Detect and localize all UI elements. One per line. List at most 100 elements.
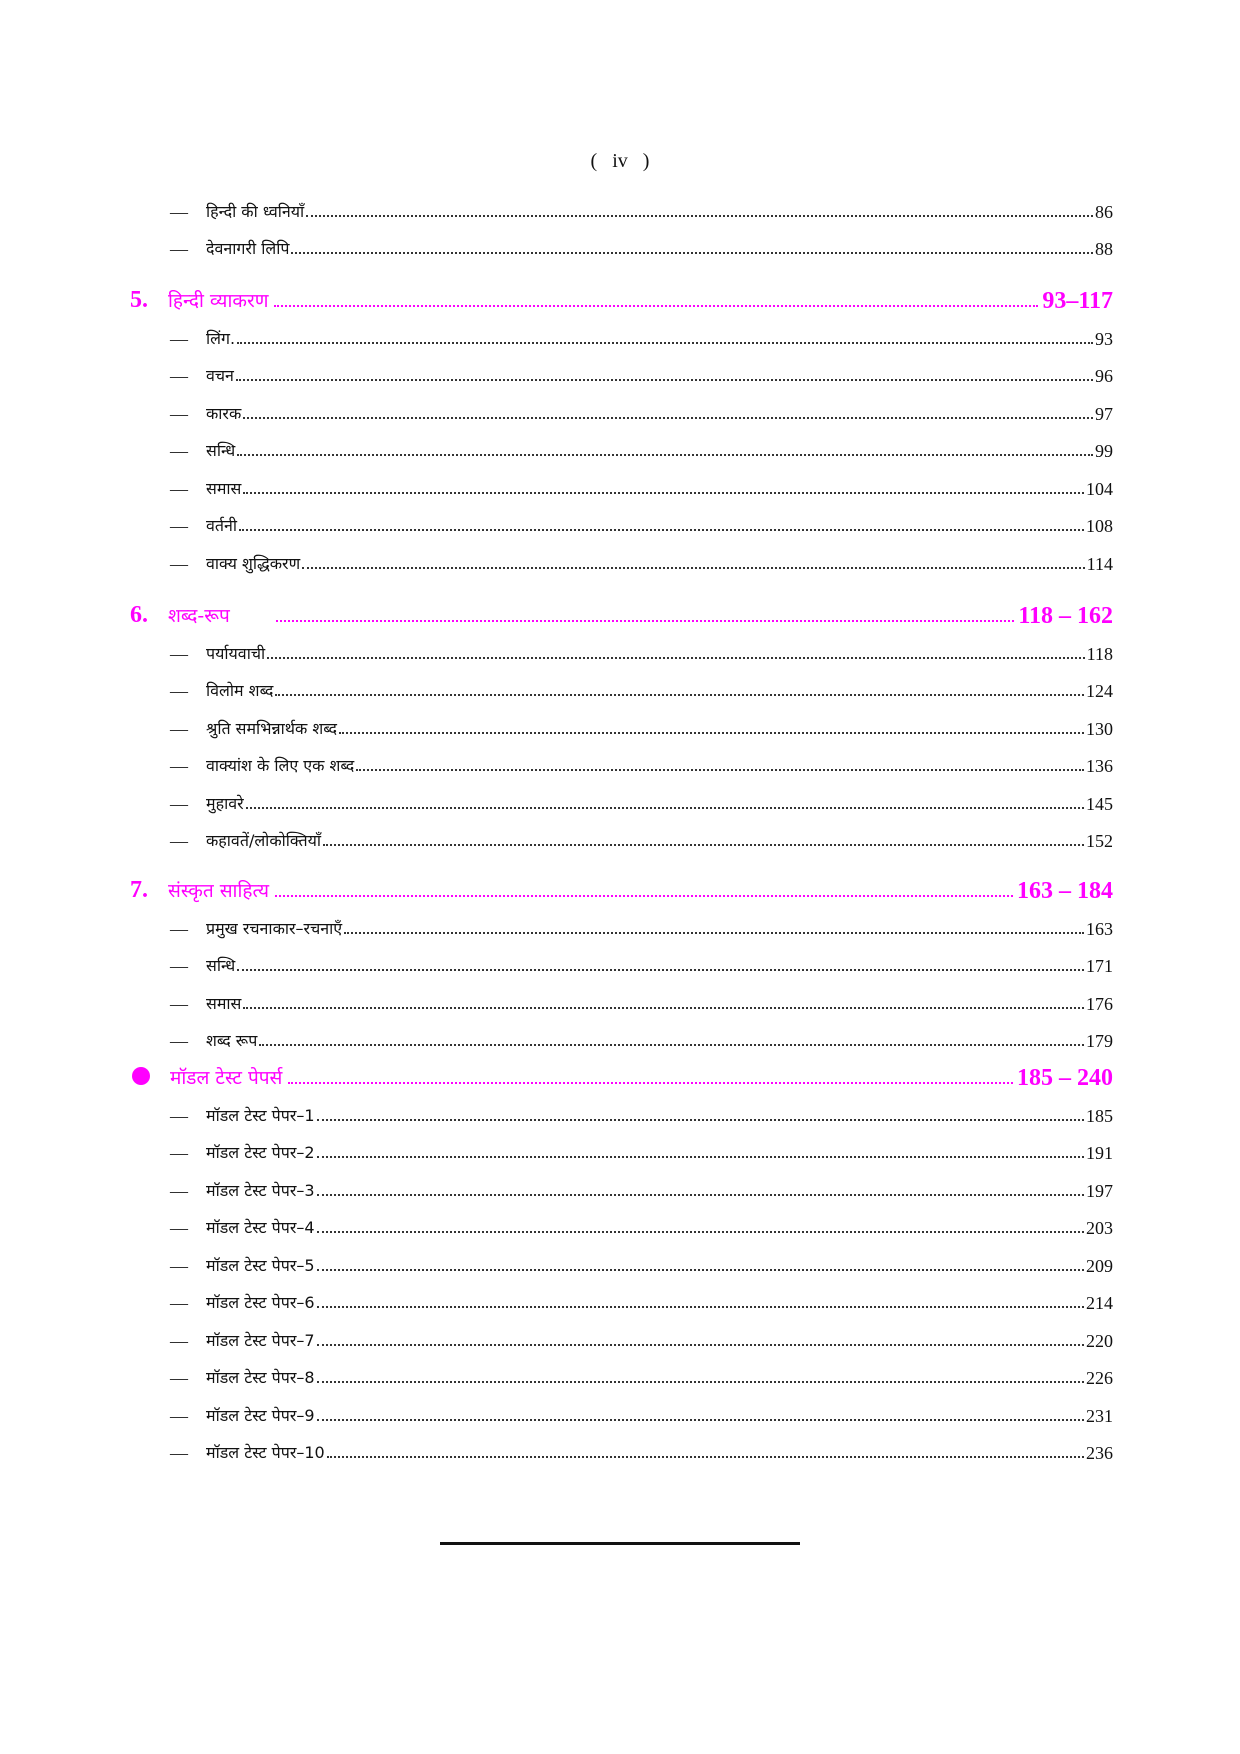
dash-icon: — [170, 681, 188, 701]
toc-entry[interactable]: — देवनागरी लिपि 88 [170, 230, 1113, 260]
entry-page: 226 [1086, 1368, 1113, 1388]
entry-label: मॉडल टेस्ट पेपर–3 [206, 1181, 315, 1200]
dash-icon: — [170, 1031, 188, 1051]
section-number: 7. [130, 877, 148, 903]
toc-entry[interactable]: —कहावतें/लोकोक्तियाँ152 [170, 822, 1113, 852]
entry-page: 145 [1086, 794, 1113, 814]
section-heading-model-papers[interactable]: मॉडल टेस्ट पेपर्स 185 – 240 [130, 1057, 1113, 1091]
toc-entry[interactable]: —हिन्दी की ध्वनियाँ86 [170, 193, 1113, 223]
entry-label: मॉडल टेस्ट पेपर–7 [206, 1331, 315, 1350]
entry-page: 108 [1086, 516, 1113, 536]
dot-leader [316, 1418, 1084, 1421]
section-pages: 163 – 184 [1017, 878, 1113, 904]
entry-page: 203 [1086, 1218, 1113, 1238]
dot-leader [316, 1118, 1084, 1121]
section-title: संस्कृत साहित्य [168, 880, 270, 902]
dash-icon: — [170, 831, 188, 851]
entry-page: 236 [1086, 1443, 1113, 1463]
dash-icon: — [170, 1256, 188, 1276]
dot-leader [326, 1455, 1084, 1458]
entry-label: मॉडल टेस्ट पेपर–10 [206, 1443, 325, 1462]
dash-icon: — [170, 919, 188, 939]
entry-page: 231 [1086, 1406, 1113, 1426]
dot-leader [316, 1343, 1084, 1346]
dot-leader [316, 1155, 1084, 1158]
entry-label: मॉडल टेस्ट पेपर–2 [206, 1143, 315, 1162]
end-divider [440, 1542, 800, 1545]
dot-leader [235, 378, 1093, 381]
dash-icon: — [170, 516, 188, 536]
entry-label: कारक [206, 404, 242, 423]
entry-page: 209 [1086, 1256, 1113, 1276]
dash-icon: — [170, 1443, 188, 1463]
section-heading-7[interactable]: 7. संस्कृत साहित्य 163 – 184 [130, 870, 1113, 904]
toc-entry[interactable]: — मॉडल टेस्ट पेपर–10 236 [170, 1434, 1113, 1464]
entry-page: 171 [1086, 956, 1113, 976]
entry-page: 118 [1086, 644, 1113, 664]
dash-icon: — [170, 1368, 188, 1388]
dot-leader [302, 566, 1085, 569]
entry-label: देवनागरी लिपि [206, 239, 290, 258]
entry-page: 88 [1095, 239, 1113, 259]
entry-page: 176 [1086, 994, 1113, 1014]
section-title: मॉडल टेस्ट पेपर्स [170, 1067, 283, 1089]
entry-label: शब्द रूप [206, 1031, 258, 1050]
entry-page: 97 [1095, 404, 1113, 424]
dot-leader [274, 304, 1039, 307]
entry-label: मॉडल टेस्ट पेपर–1 [206, 1106, 315, 1125]
dot-leader [275, 894, 1013, 897]
entry-page: 163 [1086, 919, 1113, 939]
toc-entry[interactable]: —लिंग.93 [170, 320, 1113, 350]
entry-page: 197 [1086, 1181, 1113, 1201]
toc-entry[interactable]: —सन्धि171 [170, 947, 1113, 977]
toc-entry[interactable]: —मुहावरे145 [170, 785, 1113, 815]
toc-entry[interactable]: —सन्धि99 [170, 432, 1113, 462]
entry-label: वाक्य शुद्धिकरण [206, 554, 301, 573]
dot-leader [243, 491, 1084, 494]
dot-leader [237, 341, 1093, 344]
toc-entry[interactable]: — पर्यायवाची 118 [170, 635, 1113, 665]
dot-leader [245, 806, 1084, 809]
dot-leader [239, 528, 1084, 531]
dash-icon: — [170, 1406, 188, 1426]
section-number: 6. [130, 602, 148, 628]
entry-label: वचन [206, 366, 234, 385]
dash-icon: — [170, 366, 188, 386]
toc-entry[interactable]: — वचन 96 [170, 357, 1113, 387]
dash-icon: — [170, 239, 188, 259]
section-pages: 185 – 240 [1017, 1065, 1113, 1091]
toc-entry[interactable]: —वर्तनी108 [170, 507, 1113, 537]
dash-icon: — [170, 1218, 188, 1238]
entry-label: विलोम शब्द [206, 681, 274, 700]
dot-leader [344, 931, 1084, 934]
entry-page: 185 [1086, 1106, 1113, 1126]
entry-page: 152 [1086, 831, 1113, 851]
section-title: शब्द-रूप [168, 605, 230, 627]
dash-icon: — [170, 644, 188, 664]
dot-leader [275, 619, 1015, 622]
toc-entry[interactable]: —प्रमुख रचनाकार–रचनाएँ163 [170, 910, 1113, 940]
section-pages: 93–117 [1042, 288, 1113, 314]
dot-leader [237, 453, 1093, 456]
entry-page: 96 [1095, 366, 1113, 386]
entry-label: पर्यायवाची [206, 644, 266, 663]
